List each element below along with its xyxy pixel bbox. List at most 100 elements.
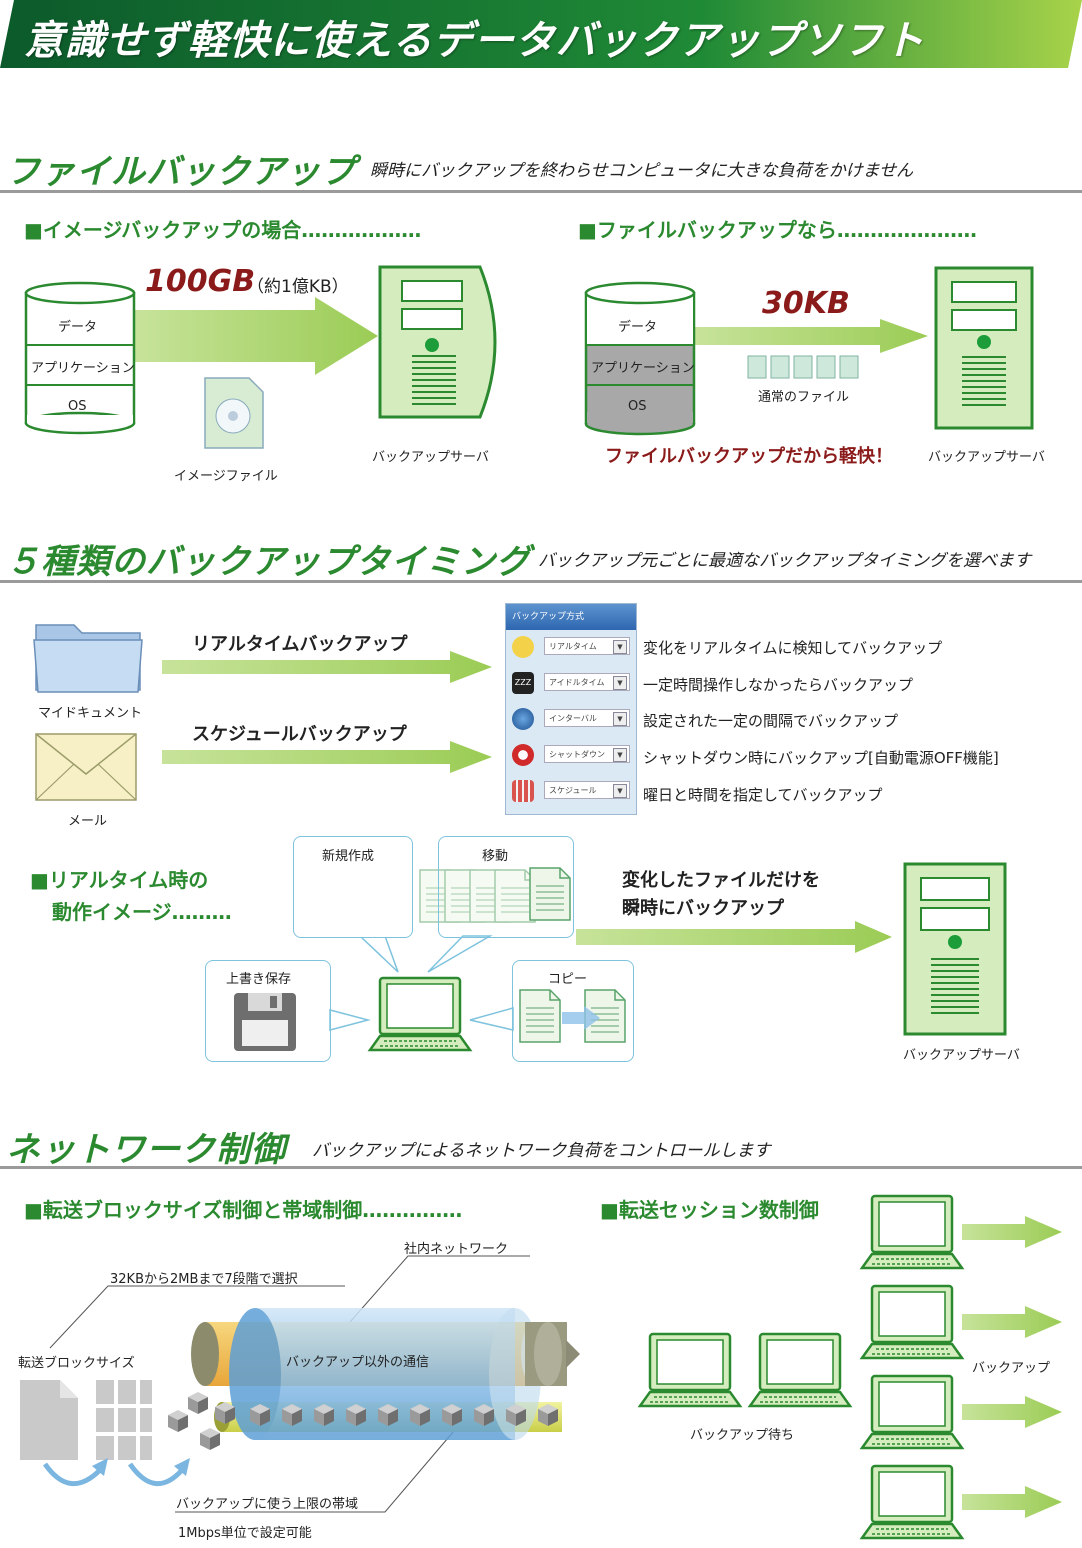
bubble-tails xyxy=(329,935,514,1031)
image-backup-server xyxy=(378,265,497,419)
panel-title: バックアップ方式 xyxy=(506,604,636,630)
chevron-down-icon[interactable]: ▼ xyxy=(613,712,627,726)
method-select-idle[interactable]: アイドルタイム▼ xyxy=(544,673,630,691)
folder-icon xyxy=(33,624,143,693)
my-documents-label: マイドキュメント xyxy=(38,706,143,721)
split-block-icon xyxy=(96,1380,152,1460)
single-block-icon xyxy=(20,1380,78,1460)
calendar-icon xyxy=(512,780,534,802)
backup-laptop-4 xyxy=(860,1464,964,1540)
copy-files-icons xyxy=(519,989,626,1043)
method-row-shutdown: シャットダウン▼ xyxy=(510,742,632,770)
banner-title: 意識せず軽快に使えるデータバックアップソフト xyxy=(24,18,925,64)
file-layer-os: OS xyxy=(628,399,647,414)
idle-zzz-icon: ZZZ xyxy=(512,672,534,694)
normal-files-label: 通常のファイル xyxy=(758,390,850,405)
changed-files-line1: 変化したファイルだけを xyxy=(622,870,820,891)
file-backup-disk xyxy=(584,281,696,436)
bubble-overwrite xyxy=(205,960,331,1062)
method-select-shutdown[interactable]: シャットダウン▼ xyxy=(544,745,630,763)
callout-lines xyxy=(49,1255,530,1513)
file-backup-server xyxy=(934,266,1034,430)
method-desc-shutdown: シャットダウン時にバックアップ[自動電源OFF機能] xyxy=(643,749,999,767)
overwrite-label: 上書き保存 xyxy=(226,972,292,987)
method-desc-idle: 一定時間操作しなかったらバックアップ xyxy=(643,676,914,694)
schedule-backup-label: スケジュールバックアップ xyxy=(192,724,407,745)
method-select-interval[interactable]: インターバル▼ xyxy=(544,709,630,727)
image-file-label: イメージファイル xyxy=(174,469,278,484)
cycle-arrowheads xyxy=(92,1458,190,1476)
image-file-icon xyxy=(204,377,264,449)
backup-laptop-3 xyxy=(860,1374,964,1450)
realtime-icon xyxy=(512,636,534,658)
method-select-realtime[interactable]: リアルタイム▼ xyxy=(544,637,630,655)
bandwidth-limit-label: バックアップに使う上限の帯域 xyxy=(176,1497,359,1512)
backup-laptop-1 xyxy=(860,1194,964,1270)
file-server-label: バックアップサーバ xyxy=(928,450,1045,465)
chevron-down-icon[interactable]: ▼ xyxy=(613,748,627,762)
realtime-arrow xyxy=(162,651,492,683)
internal-network-label: 社内ネットワーク xyxy=(404,1242,509,1257)
network-subtitle: バックアップによるネットワーク負荷をコントロールします xyxy=(312,1141,771,1161)
globe-icon xyxy=(512,708,534,730)
file-backup-heading: ■ファイルバックアップなら………………… xyxy=(578,218,977,242)
floppy-disk-icon xyxy=(234,993,296,1051)
chevron-down-icon[interactable]: ▼ xyxy=(613,640,627,654)
network-title: ネットワーク制御 xyxy=(6,1130,286,1170)
realtime-laptop xyxy=(368,976,472,1052)
method-row-schedule: スケジュール▼ xyxy=(510,778,632,806)
waiting-laptop-1 xyxy=(638,1332,742,1408)
timing-title: ５種類のバックアップタイミング xyxy=(6,542,531,582)
method-row-idle: ZZZ アイドルタイム▼ xyxy=(510,670,632,698)
new-file-label: 新規作成 xyxy=(322,849,375,864)
method-desc-interval: 設定された一定の間隔でバックアップ xyxy=(643,712,899,730)
image-backup-disk xyxy=(24,281,136,435)
changed-files-arrow xyxy=(576,921,892,953)
chevron-down-icon[interactable]: ▼ xyxy=(613,784,627,798)
image-layer-app: アプリケーション xyxy=(31,361,135,376)
realtime-server-label: バックアップサーバ xyxy=(903,1048,1020,1063)
changed-files-line2: 瞬時にバックアップ xyxy=(622,898,784,919)
timing-subtitle: バックアップ元ごとに最適なバックアップタイミングを選べます xyxy=(538,551,1031,571)
schedule-arrow xyxy=(162,741,492,773)
file-size: 30KB xyxy=(762,286,850,321)
server-vents-1 xyxy=(412,355,456,405)
backup-label: バックアップ xyxy=(972,1361,1051,1376)
top-banner: 意識せず軽快に使えるデータバックアップソフト xyxy=(0,0,1082,68)
block-control-heading: ■転送ブロックサイズ制御と帯域制御…………… xyxy=(24,1198,463,1222)
image-backup-arrow xyxy=(135,297,378,375)
other-traffic-label: バックアップ以外の通信 xyxy=(286,1355,430,1370)
move-label: 移動 xyxy=(482,849,509,864)
image-size-big: 100GB xyxy=(145,264,256,299)
method-desc-realtime: 変化をリアルタイムに検知してバックアップ xyxy=(643,639,943,657)
image-layer-data: データ xyxy=(58,320,98,335)
pipe-outlet xyxy=(525,1322,580,1386)
bubble-copy xyxy=(512,960,634,1062)
section-rule-file-backup xyxy=(0,190,1082,193)
file-backup-subtitle: 瞬時にバックアップを終わらせコンピュータに大きな負荷をかけません xyxy=(370,161,914,181)
chevron-down-icon[interactable]: ▼ xyxy=(613,676,627,690)
realtime-image-heading-2: 動作イメージ……… xyxy=(52,900,232,924)
realtime-server xyxy=(903,862,1007,1036)
copy-label: コピー xyxy=(548,972,588,987)
mail-label: メール xyxy=(68,814,108,829)
banner-background xyxy=(0,0,1082,68)
bubble-new-file xyxy=(293,836,413,938)
realtime-backup-label: リアルタイムバックアップ xyxy=(192,634,408,655)
power-icon xyxy=(512,744,534,766)
method-select-schedule[interactable]: スケジュール▼ xyxy=(544,781,630,799)
normal-files-icons xyxy=(747,355,859,379)
file-backup-title: ファイルバックアップ xyxy=(6,152,356,192)
light-note: ファイルバックアップだから軽快！ xyxy=(605,446,893,467)
waiting-laptop-2 xyxy=(748,1332,852,1408)
method-desc-schedule: 曜日と時間を指定してバックアップ xyxy=(643,786,883,804)
section-rule-timing xyxy=(0,580,1082,583)
method-row-interval: インターバル▼ xyxy=(510,706,632,734)
cycle-arrows xyxy=(42,1462,184,1487)
section-rule-network xyxy=(0,1166,1082,1169)
session-control-heading: ■転送セッション数制御 xyxy=(600,1198,819,1222)
file-layer-data: データ xyxy=(618,320,658,335)
bandwidth-unit-label: 1Mbps単位で設定可能 xyxy=(178,1526,312,1541)
session-arrows xyxy=(962,1216,1062,1518)
